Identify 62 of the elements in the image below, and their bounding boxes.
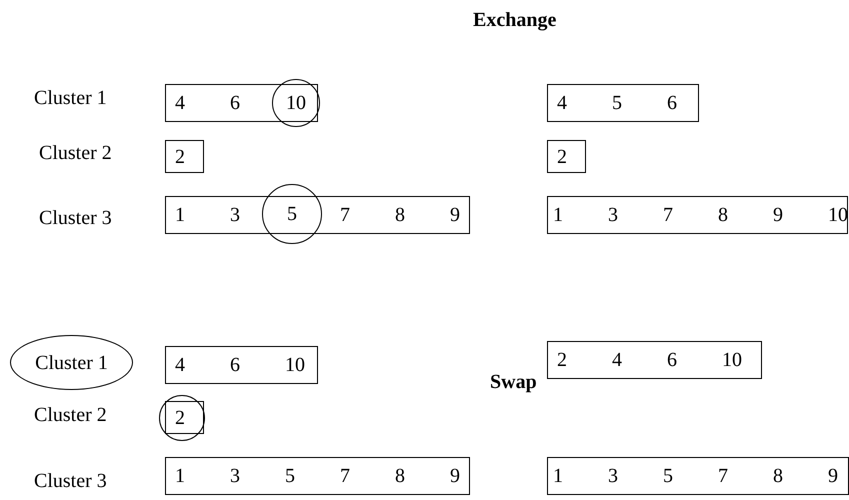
cluster-box bbox=[165, 84, 318, 122]
element-number: 10 bbox=[286, 93, 306, 113]
element-number: 3 bbox=[608, 466, 618, 486]
element-number: 9 bbox=[450, 205, 460, 225]
element-number: 9 bbox=[828, 466, 838, 486]
cluster-box bbox=[547, 84, 699, 122]
cluster-label: Cluster 2 bbox=[34, 405, 107, 425]
element-number: 9 bbox=[773, 205, 783, 225]
cluster-box bbox=[547, 140, 586, 173]
element-number: 4 bbox=[175, 93, 185, 113]
highlight-circle bbox=[262, 184, 322, 244]
element-number: 10 bbox=[285, 355, 305, 375]
element-number: 7 bbox=[340, 466, 350, 486]
cluster-label: Cluster 3 bbox=[34, 471, 107, 491]
element-number: 3 bbox=[608, 205, 618, 225]
cluster-box bbox=[547, 196, 848, 234]
cluster-box bbox=[165, 196, 470, 234]
element-number: 7 bbox=[663, 205, 673, 225]
highlight-circle bbox=[272, 79, 320, 127]
element-number: 8 bbox=[395, 205, 405, 225]
element-number: 6 bbox=[667, 93, 677, 113]
cluster-box bbox=[165, 140, 204, 173]
element-number: 5 bbox=[285, 466, 295, 486]
element-number: 10 bbox=[828, 205, 848, 225]
cluster-label: Cluster 2 bbox=[39, 143, 112, 163]
element-number: 5 bbox=[663, 466, 673, 486]
element-number: 4 bbox=[175, 355, 185, 375]
element-number: 7 bbox=[718, 466, 728, 486]
element-number: 2 bbox=[175, 408, 185, 428]
element-number: 6 bbox=[667, 350, 677, 370]
cluster-label: Cluster 1 bbox=[34, 88, 107, 108]
element-number: 3 bbox=[230, 205, 240, 225]
element-number: 2 bbox=[175, 146, 185, 166]
element-number: 1 bbox=[553, 466, 563, 486]
element-number: 5 bbox=[612, 93, 622, 113]
element-number: 4 bbox=[612, 350, 622, 370]
cluster-box bbox=[165, 401, 204, 434]
element-number: 2 bbox=[557, 146, 567, 166]
element-number: 7 bbox=[340, 205, 350, 225]
element-number: 10 bbox=[722, 350, 742, 370]
cluster-label: Cluster 3 bbox=[39, 208, 112, 228]
section-heading: Swap bbox=[490, 372, 537, 392]
section-heading: Exchange bbox=[473, 10, 556, 30]
element-number: 1 bbox=[553, 205, 563, 225]
element-number: 5 bbox=[287, 204, 297, 224]
cluster-box bbox=[547, 341, 762, 379]
element-number: 6 bbox=[230, 355, 240, 375]
element-number: 9 bbox=[450, 466, 460, 486]
element-number: 4 bbox=[557, 93, 567, 113]
highlight-ellipse bbox=[10, 335, 133, 390]
cluster-box bbox=[165, 457, 470, 495]
cluster-label: Cluster 1 bbox=[35, 352, 108, 372]
element-number: 6 bbox=[230, 93, 240, 113]
element-number: 8 bbox=[395, 466, 405, 486]
element-number: 8 bbox=[773, 466, 783, 486]
cluster-box bbox=[165, 346, 318, 384]
element-number: 1 bbox=[175, 466, 185, 486]
cluster-box bbox=[547, 457, 849, 495]
element-number: 2 bbox=[557, 350, 567, 370]
element-number: 1 bbox=[175, 205, 185, 225]
element-number: 3 bbox=[230, 466, 240, 486]
element-number: 8 bbox=[718, 205, 728, 225]
